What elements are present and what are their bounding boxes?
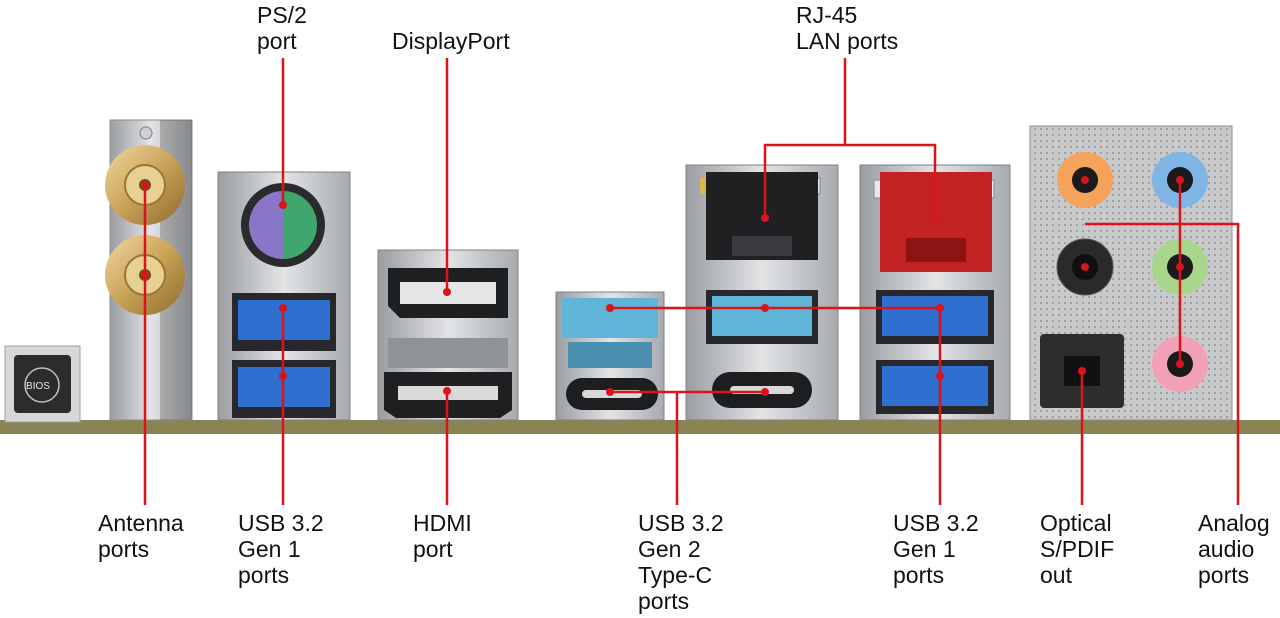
callout-dots (141, 176, 1184, 396)
label-displayport: DisplayPort (392, 28, 510, 54)
usb-port-right-bottom (882, 366, 988, 406)
label-rj45: RJ-45 LAN ports (796, 2, 899, 54)
lan-usb-stack-2 (859, 164, 1011, 421)
label-usb-typec: USB 3.2 Gen 2 Type-C ports (638, 510, 724, 614)
label-hdmi: HDMI port (413, 510, 472, 562)
label-usb-left: USB 3.2 Gen 1 ports (238, 510, 324, 588)
usb-gen2-stack (555, 291, 665, 421)
label-usb-right: USB 3.2 Gen 1 ports (893, 510, 979, 588)
label-audio: Analog audio ports (1198, 510, 1270, 588)
callout-audio (1085, 222, 1240, 505)
callout-lines (143, 58, 1240, 505)
label-optical: Optical S/PDIF out (1040, 510, 1115, 588)
label-ps2: PS/2 port (257, 2, 307, 54)
label-antenna: Antenna ports (98, 510, 184, 562)
audio-panel (1029, 125, 1233, 421)
usb-gen2-typea-port-middle (712, 296, 812, 336)
antenna-bracket (105, 119, 193, 421)
usb-port-right-top (882, 296, 988, 336)
pcb-strip (0, 420, 1280, 434)
callout-rj45 (763, 58, 847, 218)
lan-usb-stack-1 (685, 164, 839, 421)
callout-rj45-branch (845, 143, 937, 218)
ps2-usb-stack (217, 171, 351, 421)
bios-button[interactable]: BIOS (4, 345, 81, 423)
bios-button-text: BIOS (26, 381, 50, 392)
